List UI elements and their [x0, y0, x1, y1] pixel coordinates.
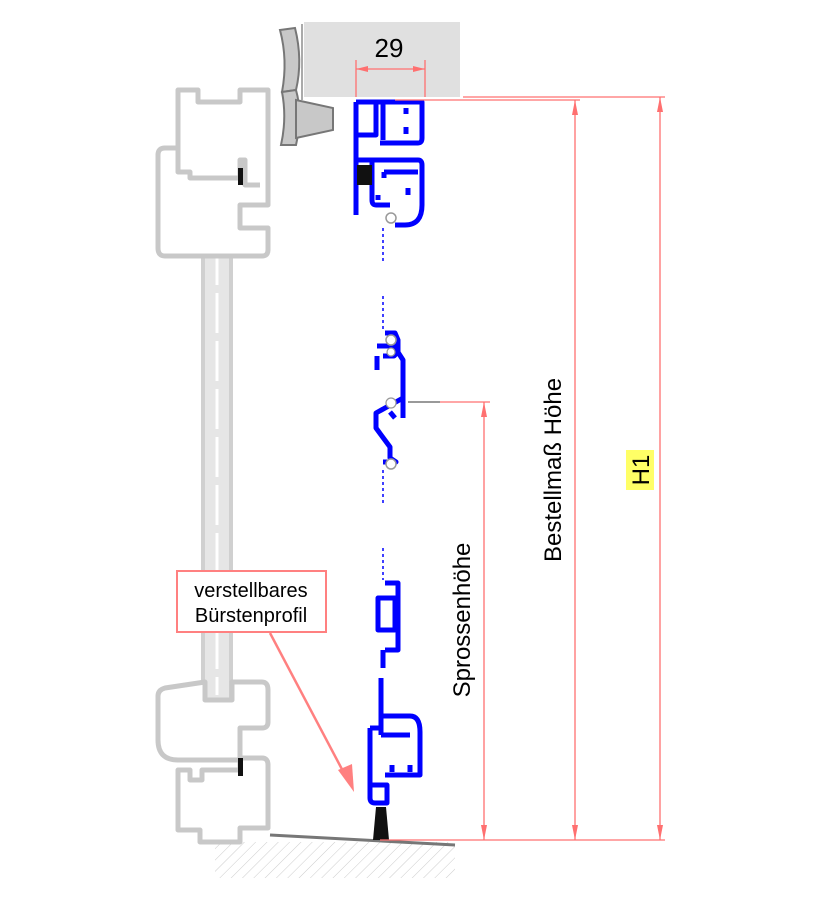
top-lintel [304, 22, 460, 97]
h1-highlight [626, 450, 654, 490]
order-height-label: Bestellmaß Höhe [540, 378, 567, 562]
bottom-window-frame [155, 679, 271, 845]
top-window-frame [155, 87, 271, 259]
h1-label: H1 [628, 455, 655, 486]
callout-line-1: verstellbares [194, 580, 307, 602]
dimension-29-label: 29 [375, 33, 404, 63]
bar-height-label: Sprossenhöhe [449, 543, 476, 698]
brush-icon [373, 807, 389, 840]
bottom-bar-profile [367, 548, 423, 840]
brush-profile-callout: verstellbares Bürstenprofil [176, 570, 354, 792]
dimension-lines [380, 96, 665, 841]
floor-hatch [215, 842, 455, 878]
callout-line-2: Bürstenprofil [195, 605, 307, 627]
middle-bar-profile [373, 296, 406, 505]
top-box-profile [353, 99, 425, 262]
handle-icon [278, 24, 334, 146]
floor-line [269, 833, 456, 847]
dimension-29 [355, 60, 426, 97]
